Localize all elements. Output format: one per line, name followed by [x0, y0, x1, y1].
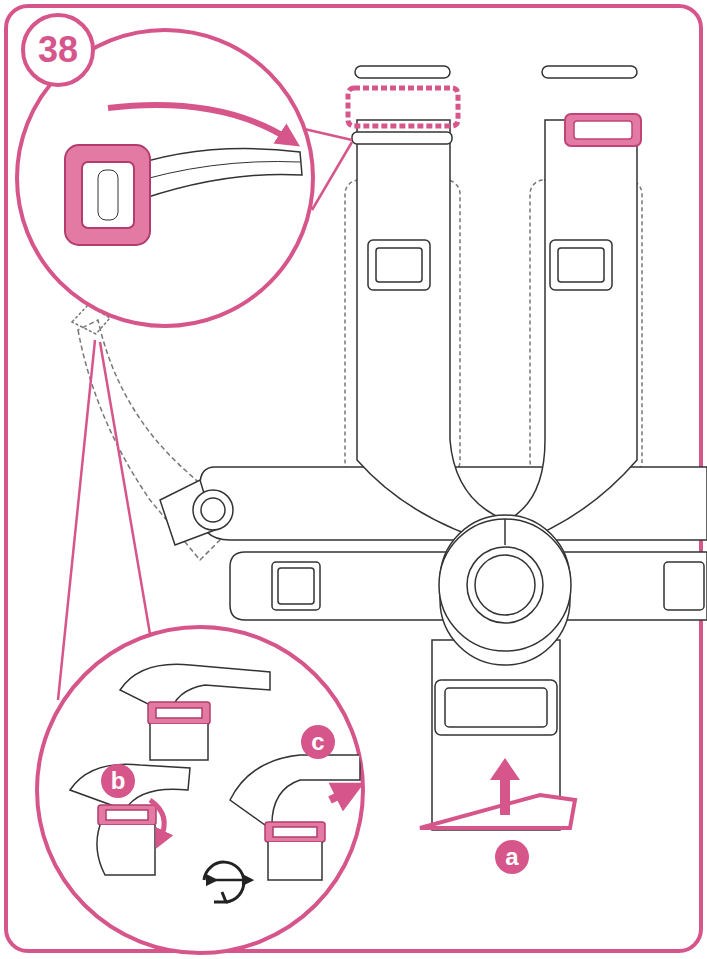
callout-number: 38 [21, 13, 95, 87]
callout-number: b [101, 764, 135, 798]
callout-number: a [495, 840, 529, 874]
rotate-icon [204, 862, 248, 902]
push-arrow-head [490, 758, 520, 780]
lower-inset [37, 340, 363, 953]
push-arrow [500, 775, 510, 815]
harness [72, 66, 707, 830]
callout-number: c [301, 725, 335, 759]
